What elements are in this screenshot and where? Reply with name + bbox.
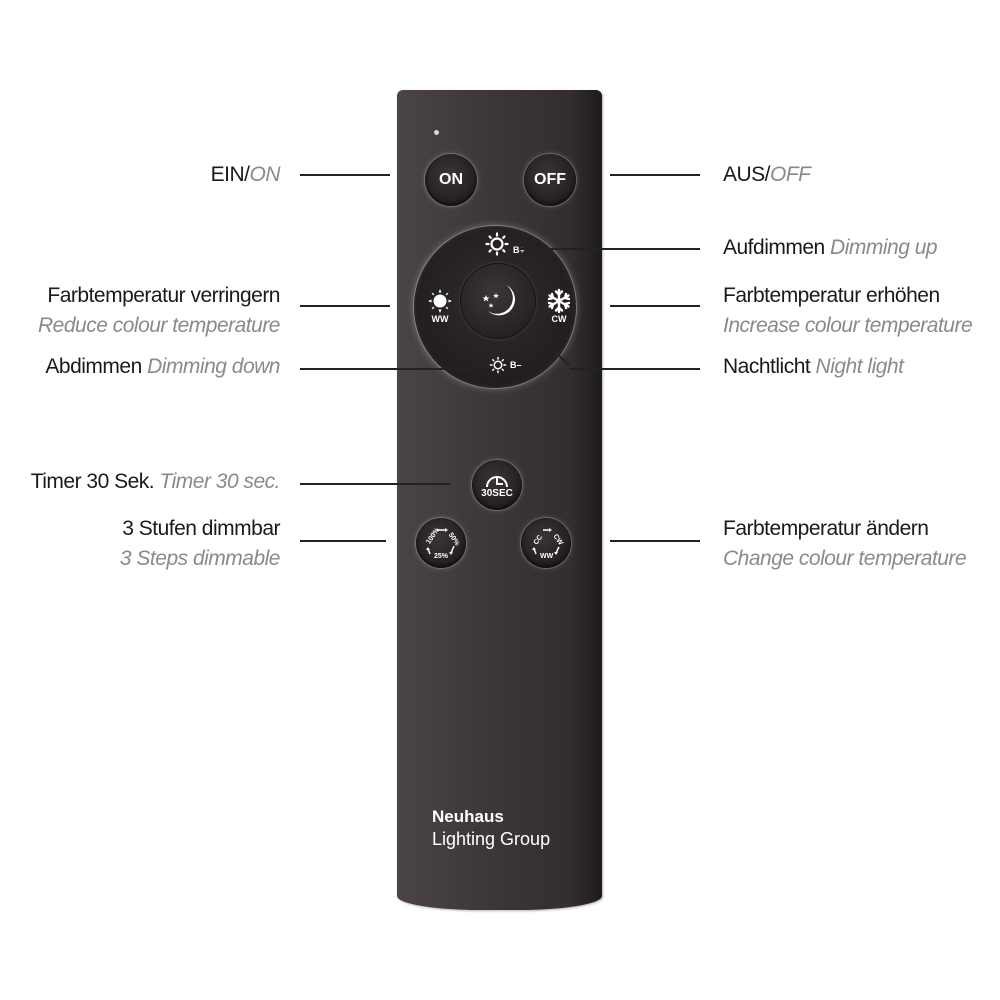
- leader-line: [300, 540, 386, 542]
- snowflake-icon: [547, 288, 571, 314]
- svg-text:50%: 50%: [447, 532, 461, 548]
- brand-subtitle: Lighting Group: [432, 829, 551, 849]
- brand-name: Neuhaus: [432, 807, 504, 826]
- label-dim-steps: 3 Stufen dimmbar 3 Steps dimmable: [119, 517, 281, 570]
- label-night-light: Nachtlicht Night light: [723, 355, 904, 378]
- leader-line: [610, 305, 700, 307]
- timer-label: 30SEC: [481, 487, 513, 499]
- dim-up-label: B+: [513, 245, 525, 255]
- label-on: EIN/ON: [210, 163, 281, 186]
- label-dim-down: Abdimmen Dimming down: [45, 355, 280, 378]
- cycle-arrows-icon: 100% 50% 25%: [425, 526, 461, 560]
- svg-text:25%: 25%: [434, 553, 449, 560]
- label-off: AUS/OFF: [723, 163, 811, 186]
- cool-white-button[interactable]: CW: [546, 288, 572, 324]
- colour-cycle-button[interactable]: CC CW WW: [521, 518, 571, 568]
- warm-white-button[interactable]: WW: [427, 288, 453, 324]
- svg-text:100%: 100%: [425, 526, 441, 545]
- dim-down-label: B–: [510, 360, 522, 370]
- off-button[interactable]: OFF: [524, 154, 576, 206]
- leader-line: [300, 368, 475, 370]
- sun-outline-icon: [485, 232, 509, 256]
- on-button-label: ON: [439, 171, 463, 188]
- warm-white-label: WW: [431, 314, 449, 324]
- on-button[interactable]: ON: [425, 154, 477, 206]
- leader-line: [300, 305, 390, 307]
- brand-logo: Neuhaus Lighting Group: [432, 806, 550, 850]
- label-dim-up: Aufdimmen Dimming up: [723, 236, 938, 259]
- label-timer: Timer 30 Sek. Timer 30 sec.: [30, 470, 281, 493]
- leader-line: [520, 248, 700, 250]
- svg-text:CC: CC: [533, 534, 545, 546]
- dim-steps-button[interactable]: 100% 50% 25%: [416, 518, 466, 568]
- label-change-cct: Farbtemperatur ändern Change colour temp…: [723, 517, 967, 570]
- cool-white-label: CW: [551, 314, 567, 324]
- svg-text:WW: WW: [540, 553, 554, 560]
- cycle-arrows-icon: CC CW WW: [532, 528, 564, 560]
- night-light-button[interactable]: [461, 264, 535, 338]
- timer-button[interactable]: 30SEC: [472, 460, 522, 510]
- svg-text:CW: CW: [551, 533, 564, 547]
- label-increase-cct: Farbtemperatur erhöhen Increase colour t…: [723, 284, 973, 337]
- leader-line: [610, 174, 700, 176]
- sun-filled-icon: [428, 289, 452, 313]
- leader-line: [300, 174, 390, 176]
- label-reduce-cct: Farbtemperatur verringern Reduce colour …: [38, 284, 280, 337]
- off-button-label: OFF: [534, 171, 566, 188]
- sun-small-icon: [489, 356, 507, 374]
- status-led: [434, 130, 439, 135]
- leader-line: [300, 483, 450, 485]
- dim-up-button[interactable]: B+: [485, 232, 525, 256]
- leader-line: [570, 368, 700, 370]
- dim-down-button[interactable]: B–: [489, 356, 522, 374]
- moon-stars-icon: [482, 285, 516, 316]
- clock-icon: [486, 475, 508, 487]
- leader-line: [610, 540, 700, 542]
